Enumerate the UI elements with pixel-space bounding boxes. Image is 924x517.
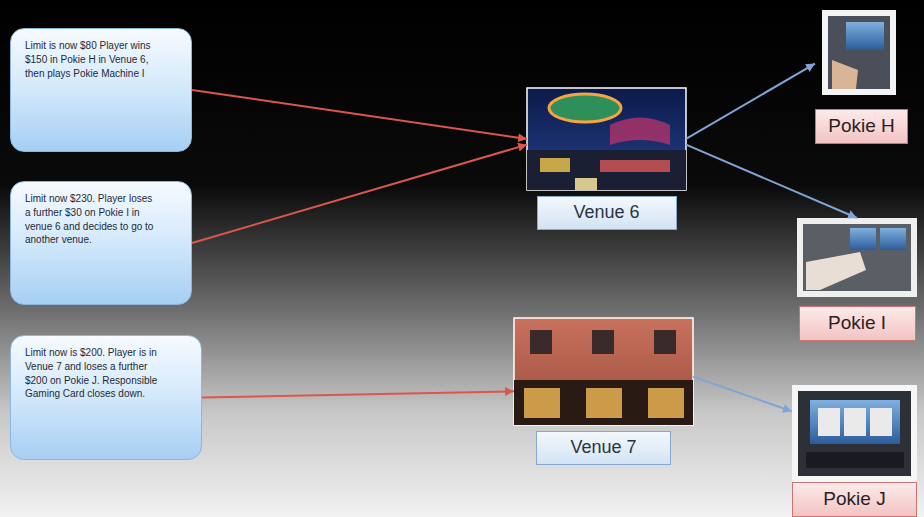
venue-label: Venue 6: [537, 196, 677, 230]
machine: [798, 391, 911, 476]
note-box: Limit is now $80 Player wins $150 in Pok…: [10, 28, 192, 152]
red-arrow: [192, 90, 527, 139]
blue-arrow: [693, 377, 792, 412]
window-light: [540, 158, 570, 172]
building: [527, 150, 686, 190]
venue-node: Venue 7: [514, 318, 693, 465]
pokie-photo: [797, 218, 917, 297]
venue-photo: [514, 318, 693, 425]
photo-frame: [822, 10, 896, 95]
ground-floor: [514, 380, 693, 425]
shop-light: [524, 388, 560, 418]
venue-label: Venue 7: [536, 431, 671, 465]
window: [530, 330, 552, 354]
neon-sign: [610, 118, 670, 146]
venue-node: Venue 6: [527, 88, 686, 230]
pokie-node: Pokie I: [797, 218, 917, 341]
window: [592, 330, 614, 354]
button-panel: [806, 452, 904, 468]
photo-frame: [514, 318, 693, 425]
machine-screen: [880, 228, 906, 250]
red-arrow: [202, 391, 514, 397]
door-light: [575, 178, 597, 190]
note-text: Limit is now $80 Player wins $150 in Pok…: [25, 39, 155, 80]
blue-arrow: [686, 64, 815, 139]
venue-photo: [527, 88, 686, 190]
note-box: Limit now is $200. Player is in Venue 7 …: [10, 335, 202, 460]
pokie-label: Pokie H: [815, 109, 908, 144]
photo-frame: [527, 88, 686, 190]
pokie-label: Pokie J: [792, 482, 917, 517]
photo-frame: [797, 218, 917, 297]
note-text: Limit now $230. Player loses a further $…: [25, 192, 155, 247]
reel: [870, 408, 892, 436]
machine-screen: [846, 22, 884, 50]
note-text: Limit now is $200. Player is in Venue 7 …: [25, 346, 165, 401]
machine-screen: [810, 400, 900, 444]
machine: [828, 16, 890, 89]
shop-light: [586, 388, 622, 418]
window: [654, 330, 676, 354]
machine-screen: [850, 228, 876, 250]
window-light: [600, 160, 670, 172]
player-hand: [806, 252, 866, 290]
shop-light: [648, 388, 684, 418]
pokie-label: Pokie I: [799, 306, 916, 341]
reel: [844, 408, 866, 436]
venue-sign: [549, 94, 621, 122]
photo-frame: [792, 385, 917, 482]
reel: [818, 408, 840, 436]
machine: [803, 224, 911, 291]
pokie-photo: [792, 385, 917, 482]
blue-arrow: [686, 145, 857, 218]
player-arm: [832, 60, 858, 89]
pokie-node: Pokie H: [815, 10, 908, 144]
red-arrow: [192, 145, 527, 243]
pokie-photo: [822, 10, 896, 95]
note-box: Limit now $230. Player loses a further $…: [10, 181, 192, 305]
pokie-node: Pokie J: [792, 385, 917, 517]
